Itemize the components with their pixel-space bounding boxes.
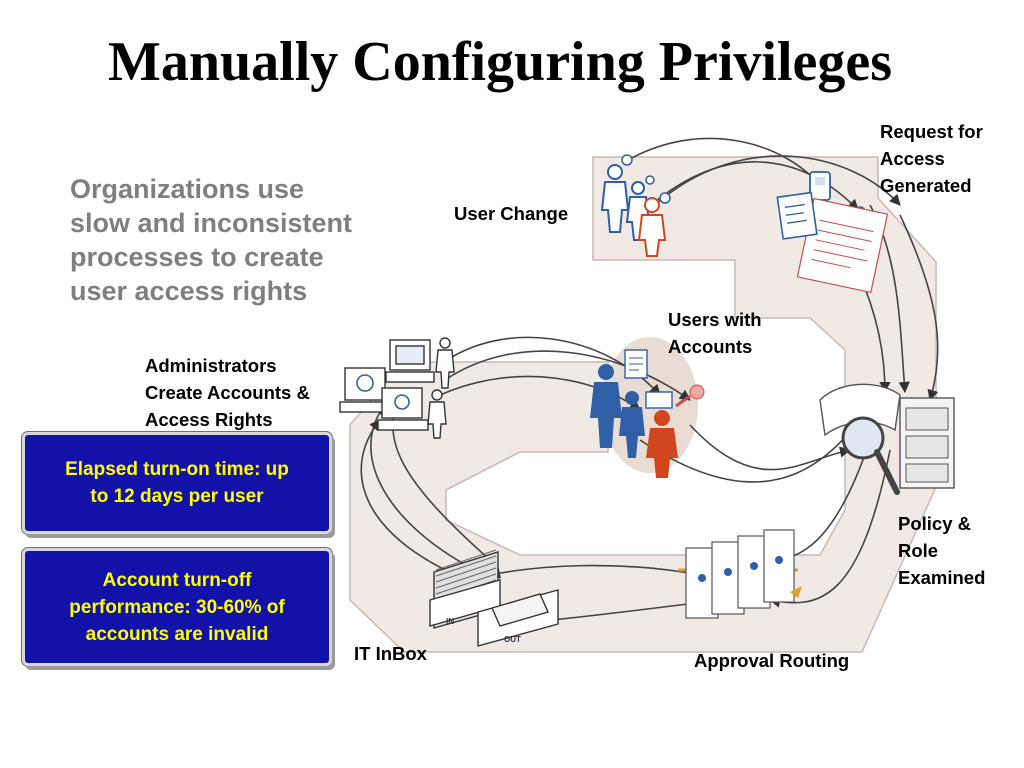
stage-label-users-accounts: Users with Accounts [668, 306, 762, 360]
label-line: Request for [880, 121, 983, 142]
intro-line: Organizations use [70, 174, 305, 204]
stage-label-approval: Approval Routing [694, 647, 849, 674]
stage-label-administrators: Administrators Create Accounts & Access … [145, 352, 310, 433]
flow-arrows [360, 137, 939, 630]
callout-line: performance: 30-60% of [69, 596, 285, 618]
callout-text: Account turn-off performance: 30-60% of … [69, 567, 284, 648]
slide-title: Manually Configuring Privileges [108, 31, 892, 93]
intro-line: slow and inconsistent [70, 208, 353, 238]
callout-line: accounts are invalid [85, 623, 269, 645]
callout-turn-off-performance: Account turn-off performance: 30-60% of … [22, 548, 332, 666]
intro-line: processes to create [70, 242, 324, 272]
label-line: Access [880, 148, 945, 169]
approval-screens [678, 529, 802, 619]
label-line: Accounts [668, 336, 753, 357]
label-line: User Change [454, 203, 569, 224]
label-line: IT InBox [354, 643, 427, 664]
label-line: Administrators [145, 355, 277, 376]
callout-line: Elapsed turn-on time: up [65, 459, 289, 480]
callout-line: to 12 days per user [90, 486, 264, 507]
stage-label-policy: Policy & Role Examined [898, 510, 985, 591]
label-line: Access Rights [145, 409, 273, 430]
users-with-accounts [590, 349, 705, 478]
callout-turn-on-time: Elapsed turn-on time: up to 12 days per … [22, 432, 332, 534]
callout-text: Elapsed turn-on time: up to 12 days per … [65, 456, 289, 510]
policy-examined-icons [819, 383, 955, 495]
label-line: Create Accounts & [145, 382, 310, 403]
stage-label-request: Request for Access Generated [880, 118, 983, 199]
intro-text: Organizations use slow and inconsistent … [70, 172, 440, 308]
tray-out-label: OUT [504, 635, 521, 644]
tray-in-label: IN [446, 617, 454, 626]
admin-workstations [339, 337, 455, 439]
label-line: Policy & [898, 513, 971, 534]
label-line: Approval Routing [694, 650, 850, 671]
stage-label-inbox: IT InBox [354, 640, 427, 667]
user-change-figures [600, 164, 667, 257]
callout-line: Account turn-off [102, 569, 252, 591]
label-line: Role [898, 540, 939, 561]
it-inbox-trays [429, 549, 559, 647]
label-line: Generated [880, 175, 972, 196]
stage-label-user-change: User Change [454, 200, 568, 227]
request-documents [776, 171, 889, 294]
label-line: Users with [668, 309, 762, 330]
intro-line: user access rights [70, 276, 308, 306]
label-line: Examined [898, 567, 986, 588]
